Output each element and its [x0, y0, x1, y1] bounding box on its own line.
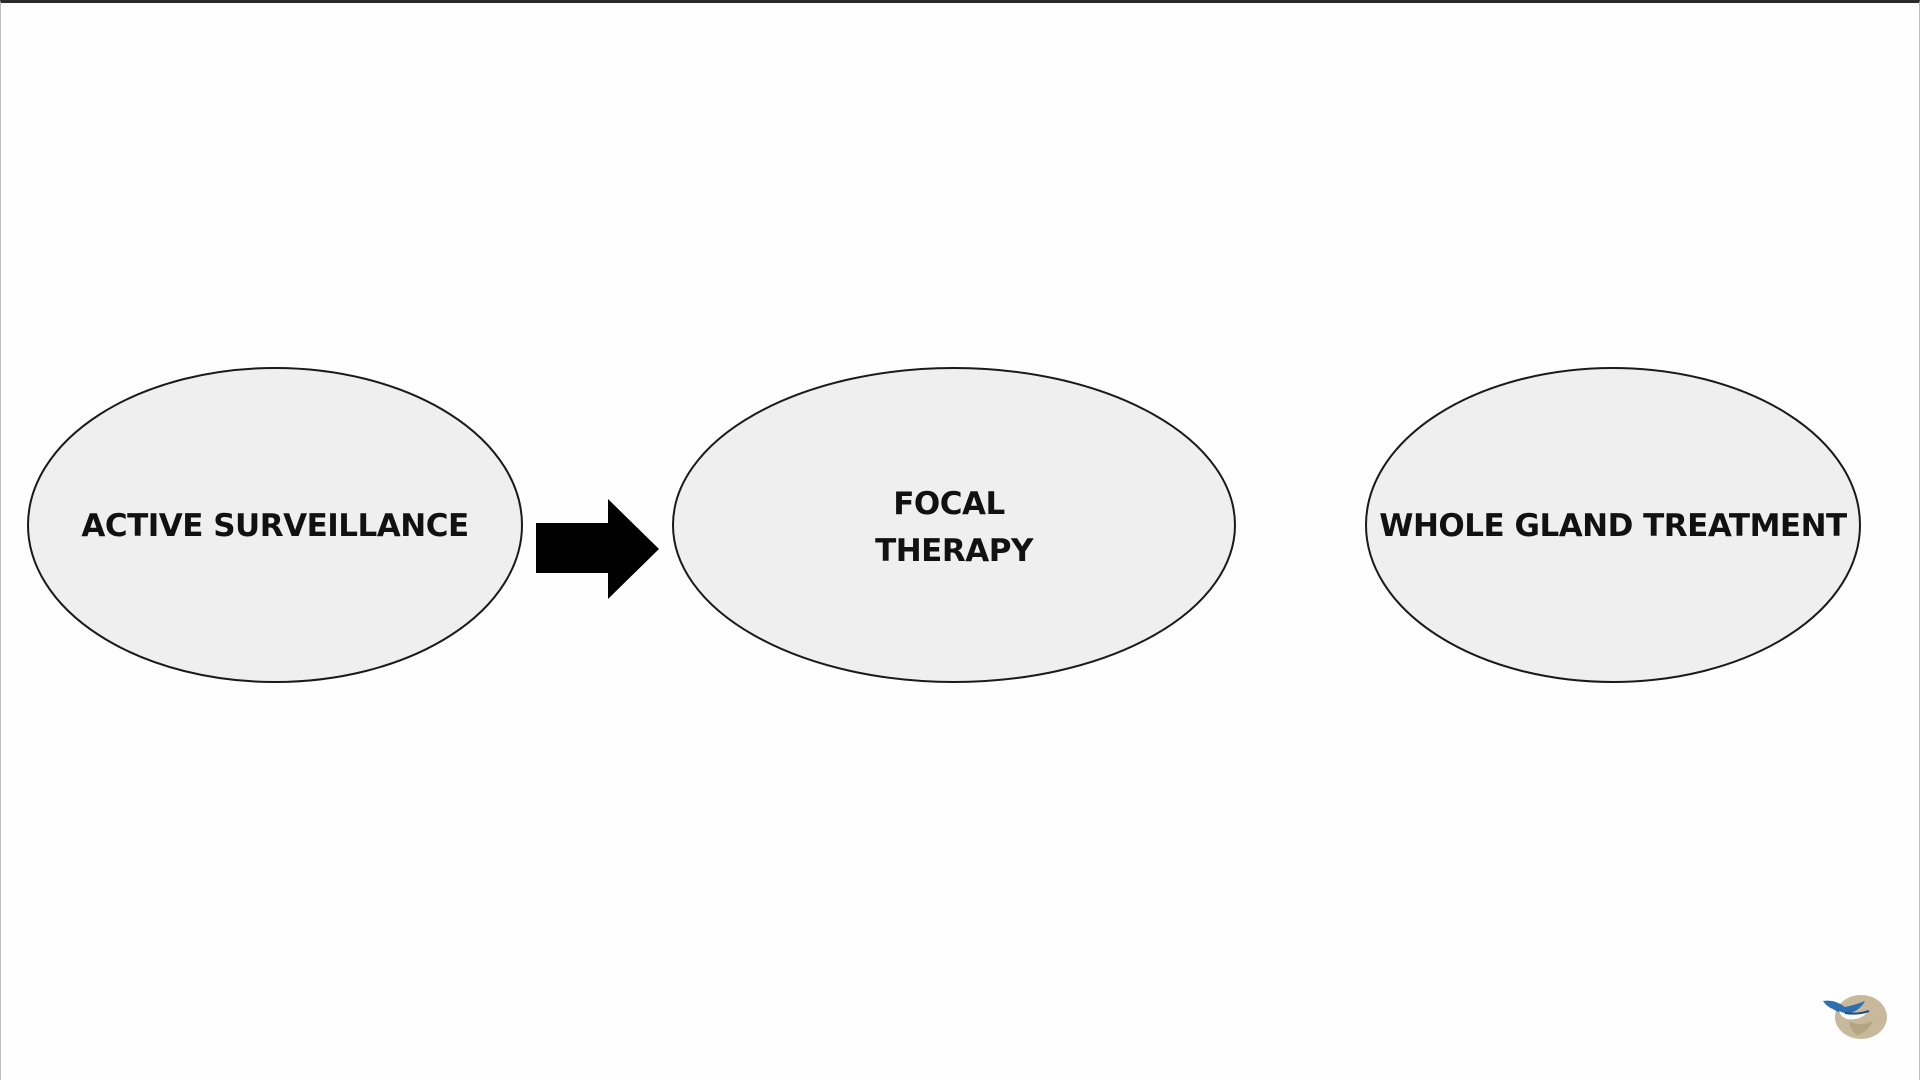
node-active-surveillance-shape	[27, 367, 523, 683]
node-whole-gland-treatment-label: WHOLE GLAND TREATMENT	[1379, 508, 1847, 544]
node-active-surveillance: ACTIVE SURVEILLANCE	[27, 367, 523, 683]
block-arrow-icon	[536, 499, 659, 599]
node-active-surveillance-label: ACTIVE SURVEILLANCE	[81, 508, 468, 544]
node-focal-therapy-label-line-1: FOCAL	[893, 486, 1005, 522]
node-focal-therapy-label-line-2: THERAPY	[875, 533, 1034, 569]
flow-diagram: ACTIVE SURVEILLANCE FOCAL THERAPY WHOLE …	[27, 367, 1861, 683]
bird-globe-logo-icon	[1823, 995, 1887, 1039]
node-focal-therapy: FOCAL THERAPY	[672, 367, 1236, 683]
node-whole-gland-treatment-shape	[1365, 367, 1861, 683]
node-whole-gland-treatment: WHOLE GLAND TREATMENT	[1365, 367, 1861, 683]
node-focal-therapy-shape	[672, 367, 1236, 683]
